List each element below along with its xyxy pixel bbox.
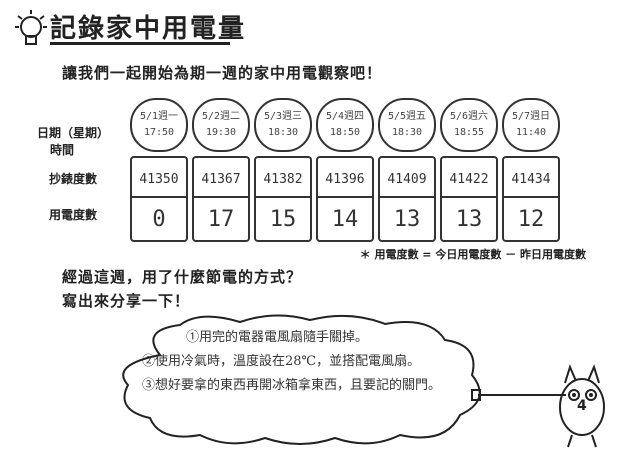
date-time-cell[interactable]: 5/4週四 18:50 (316, 98, 374, 152)
lightbulb-icon (15, 10, 47, 45)
date-time-cell[interactable]: 5/1週一 17:50 (130, 98, 188, 152)
time-value: 19:30 (205, 127, 237, 138)
time-value: 11:40 (515, 127, 547, 138)
date-time-cell[interactable]: 5/3週三 18:30 (254, 98, 312, 152)
title-underline (50, 42, 230, 45)
usage-cell[interactable]: 0 (130, 196, 188, 242)
question-line-2: 寫出來分享一下！ (62, 292, 191, 310)
plug-mascot-icon (471, 364, 605, 448)
time-value: 18:50 (329, 127, 361, 138)
answer-item: ③想好要拿的東西再開冰箱拿東西，且要記的關門。 (142, 378, 442, 393)
thought-cloud (122, 314, 481, 445)
meter-reading-cell[interactable]: 41367 (192, 156, 250, 200)
page-title: 記錄家中用電量 (50, 14, 247, 44)
meter-reading-cell[interactable]: 41382 (254, 156, 312, 200)
meter-reading-cell[interactable]: 41422 (440, 156, 498, 200)
formula-note: ＊ 用電度數 = 今日用電度數 － 昨日用電度數 (359, 248, 586, 261)
usage-cell[interactable]: 15 (254, 196, 312, 242)
date-value: 5/3週三 (263, 111, 303, 122)
date-time-cell[interactable]: 5/6週六 18:55 (440, 98, 498, 152)
usage-cell[interactable]: 13 (440, 196, 498, 242)
date-time-cell[interactable]: 5/5週五 18:30 (378, 98, 436, 152)
time-value: 17:50 (143, 127, 175, 138)
time-value: 18:55 (453, 127, 485, 138)
meter-reading-cell[interactable]: 41396 (316, 156, 374, 200)
answer-item: ②使用冷氣時，溫度設在28℃，並搭配電風扇。 (142, 354, 421, 369)
answer-item: ①用完的電器電風扇隨手關掉。 (186, 330, 369, 345)
answer-list: ①用完的電器電風扇隨手關掉。 ②使用冷氣時，溫度設在28℃，並搭配電風扇。 ③想… (142, 326, 462, 398)
usage-label: 用電度數 (48, 208, 97, 222)
date-time-cell[interactable]: 5/7週日 11:40 (502, 98, 560, 152)
page-number: 4 (577, 398, 587, 414)
date-time-cell[interactable]: 5/2週二 19:30 (192, 98, 250, 152)
time-value: 18:30 (267, 127, 299, 138)
meter-reading-label: 抄錶度數 (48, 172, 97, 186)
date-value: 5/7週日 (511, 111, 551, 122)
intro-text: 讓我們一起開始為期一週的家中用電觀察吧！ (62, 64, 383, 82)
date-label: 日期（星期） 時間 (36, 126, 109, 157)
meter-reading-cell[interactable]: 41434 (502, 156, 560, 200)
usage-cell[interactable]: 12 (502, 196, 560, 242)
date-value: 5/5週五 (387, 111, 427, 122)
date-value: 5/1週一 (139, 111, 179, 122)
date-value: 5/2週二 (201, 111, 241, 122)
date-value: 5/6週六 (449, 111, 489, 122)
usage-cell[interactable]: 14 (316, 196, 374, 242)
date-value: 5/4週四 (325, 111, 365, 122)
time-value: 18:30 (391, 127, 423, 138)
usage-cell[interactable]: 13 (378, 196, 436, 242)
question-line-1: 經過這週，用了什麼節電的方式？ (62, 268, 303, 286)
meter-reading-cell[interactable]: 41409 (378, 156, 436, 200)
usage-cell[interactable]: 17 (192, 196, 250, 242)
meter-reading-cell[interactable]: 41350 (130, 156, 188, 200)
